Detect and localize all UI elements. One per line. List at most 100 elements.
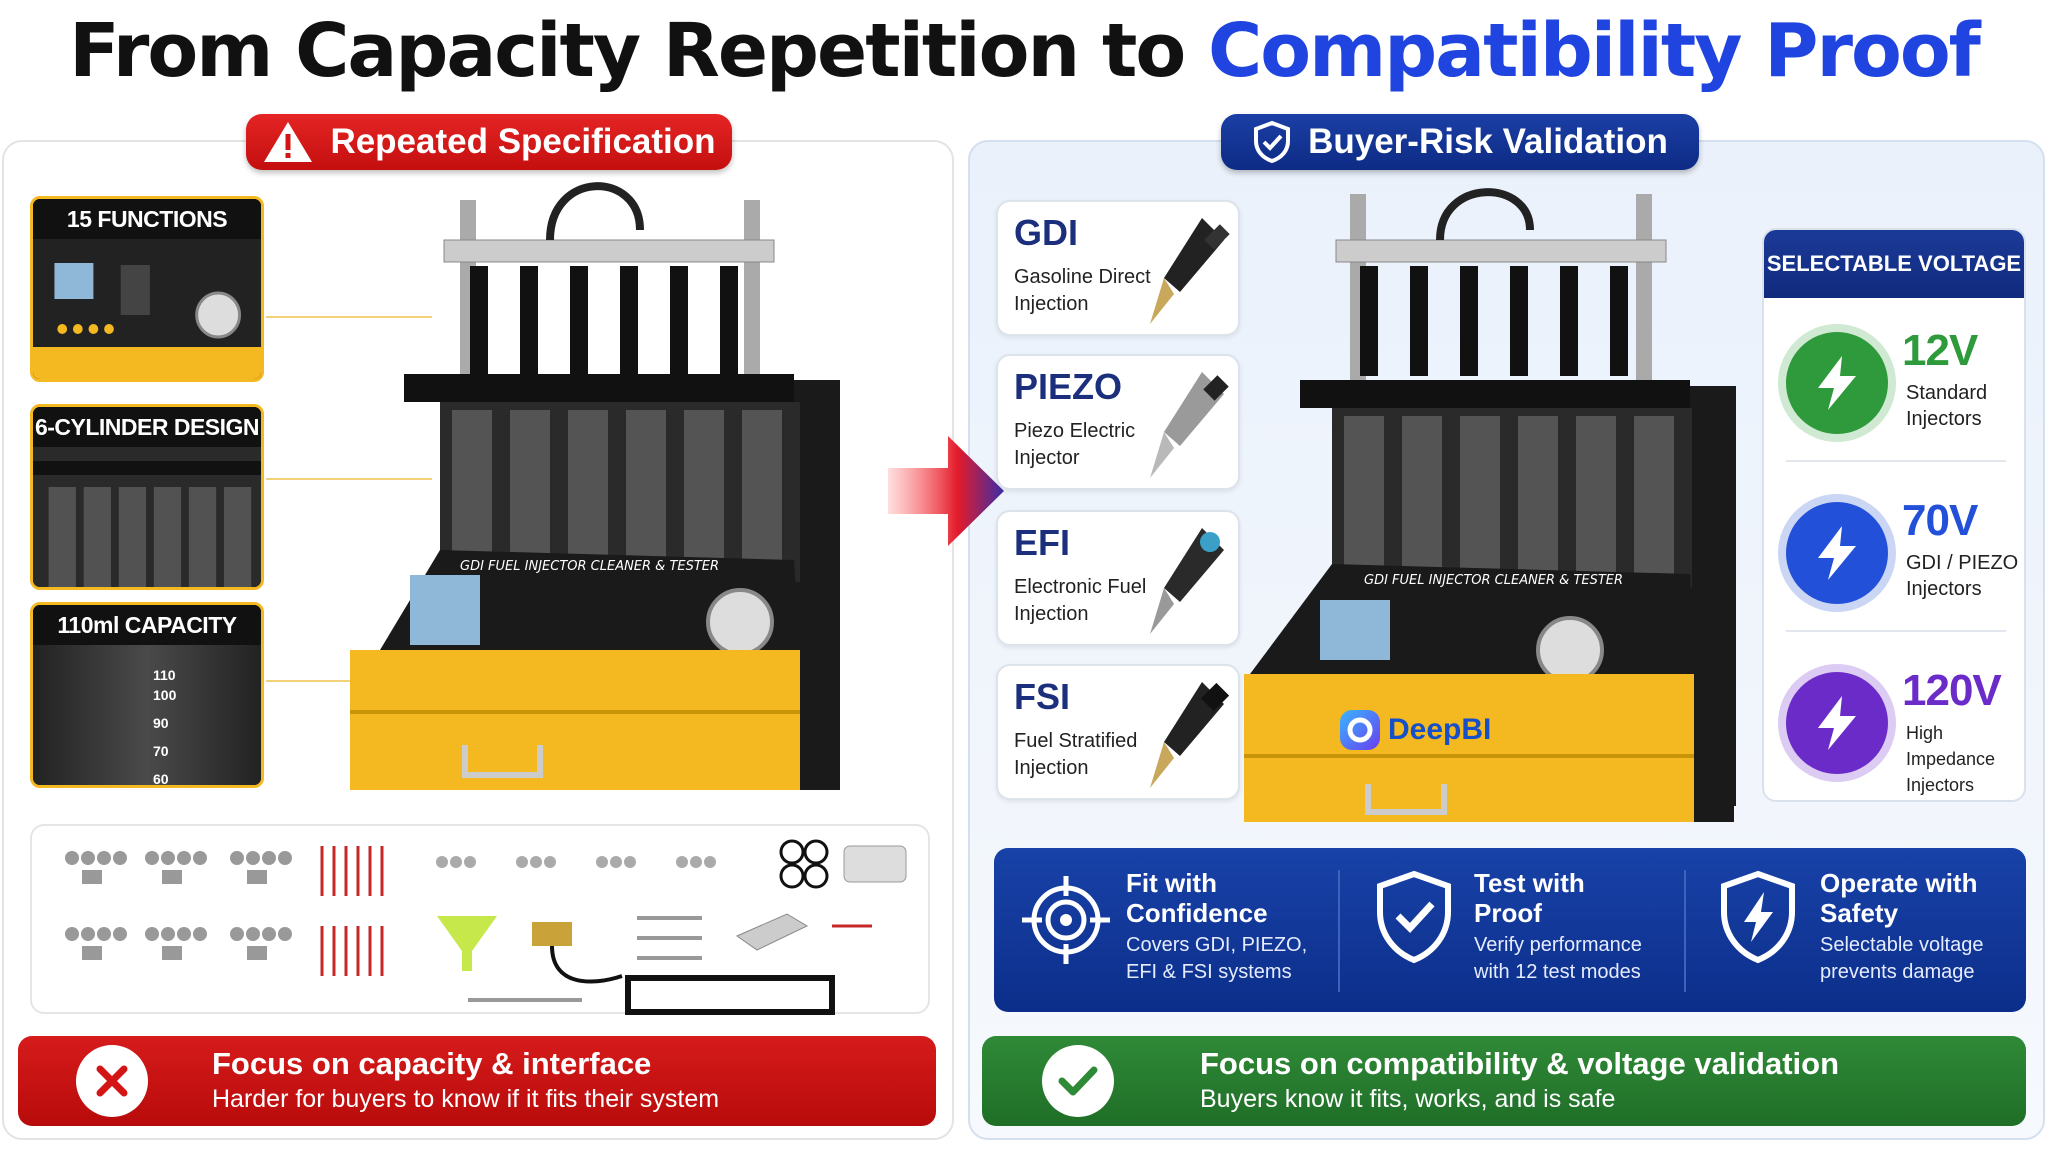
- cylinders-image: [33, 447, 261, 587]
- benefit-heading: Proof: [1474, 898, 1542, 928]
- voltage-header: SELECTABLE VOLTAGE: [1764, 230, 2024, 298]
- divider: [1684, 870, 1686, 992]
- divider: [1338, 870, 1340, 992]
- benefit-text: Verify performance: [1474, 934, 1642, 956]
- injector-desc-line: Fuel Stratified: [1014, 730, 1138, 752]
- injector-code: EFI: [1014, 522, 1071, 563]
- right-conclusion-banner: Focus on compatibility & voltage validat…: [982, 1036, 2026, 1126]
- leader-line: [266, 478, 432, 480]
- banner-subtext: Buyers know it fits, works, and is safe: [1200, 1085, 1616, 1113]
- cylinder-scale-image: 110 100 90 70 60 50: [33, 645, 261, 787]
- accessories-panel: [30, 824, 930, 1015]
- injector-code: GDI: [1014, 212, 1079, 253]
- feature-15-functions: 15 FUNCTIONS: [30, 196, 264, 382]
- lightning-icon: [1786, 502, 1888, 604]
- injector-code: PIEZO: [1014, 366, 1123, 407]
- banner-subtext: Harder for buyers to know if it fits the…: [212, 1085, 720, 1113]
- shield-check-icon: [1377, 870, 1451, 964]
- voltage-value: 12V: [1902, 326, 1978, 375]
- injector-tester-machine-image: GDI FUEL INJECTOR CLEANER & TESTER: [1244, 188, 1736, 822]
- accessories-image: [65, 839, 907, 1015]
- injector-desc-line: Piezo Electric: [1014, 420, 1136, 442]
- injector-tester-machine-image: GDI FUEL INJECTOR CLEANER & TESTER: [350, 182, 840, 790]
- page-title: From Capacity Repetition to Compatibilit…: [0, 8, 2048, 94]
- scale-tick: 90: [153, 715, 169, 731]
- scale-tick: 110: [153, 667, 176, 683]
- injector-desc-line: Injector: [1014, 447, 1080, 469]
- voltage-desc: High Impedance: [1906, 723, 1996, 769]
- injector-icon: [1150, 372, 1229, 478]
- injector-desc-line: Injection: [1014, 293, 1089, 315]
- scale-tick: 70: [153, 743, 169, 759]
- divider: [1786, 460, 2006, 462]
- benefit-text: prevents damage: [1820, 961, 1975, 983]
- machine-label: GDI FUEL INJECTOR CLEANER & TESTER: [1364, 573, 1623, 588]
- check-circle-icon: [1042, 1045, 1114, 1117]
- feature-6-cylinder: 6-CYLINDER DESIGN: [30, 404, 264, 590]
- lightning-icon: [1786, 332, 1888, 434]
- repeated-specification-pill: Repeated Specification: [246, 114, 732, 170]
- benefit-text: with 12 test modes: [1474, 961, 1641, 983]
- voltage-desc: Standard: [1906, 382, 1988, 404]
- left-conclusion-banner: Focus on capacity & interface Harder for…: [18, 1036, 936, 1126]
- injector-desc-line: Gasoline Direct: [1014, 266, 1151, 288]
- deepbi-logo-icon: [1340, 710, 1380, 750]
- banner-heading: Focus on compatibility & voltage validat…: [1200, 1046, 1840, 1081]
- target-icon: [1022, 876, 1110, 964]
- feature-110ml-capacity: 110ml CAPACITY 110 100 90 70 60 50: [30, 602, 264, 788]
- leader-line: [266, 680, 432, 682]
- voltage-desc: GDI / PIEZO: [1906, 552, 2019, 574]
- title-part1: From Capacity Repetition to: [69, 8, 1208, 94]
- pill-label: Buyer-Risk Validation: [1308, 122, 1668, 161]
- pill-label: Repeated Specification: [330, 122, 716, 161]
- scale-tick: 60: [153, 771, 169, 787]
- injector-code: FSI: [1014, 676, 1071, 717]
- arrow-right-icon: [888, 436, 1004, 546]
- lightning-icon: [1786, 672, 1888, 774]
- banner-heading: Focus on capacity & interface: [212, 1046, 652, 1081]
- benefit-heading: Operate with: [1820, 868, 1978, 898]
- feature-label: 6-CYLINDER DESIGN: [33, 407, 261, 447]
- voltage-value: 70V: [1902, 496, 1978, 545]
- scale-tick: 100: [153, 687, 177, 703]
- deepbi-logo: DeepBI: [1338, 708, 1491, 752]
- machine-label: GDI FUEL INJECTOR CLEANER & TESTER: [460, 559, 719, 574]
- logo-text: DeepBI: [1388, 713, 1492, 746]
- x-circle-icon: [76, 1045, 148, 1117]
- voltage-desc: Injectors: [1906, 408, 1982, 430]
- shield-lightning-icon: [1721, 870, 1795, 964]
- benefit-heading: Safety: [1820, 898, 1899, 928]
- leader-line: [266, 316, 432, 318]
- voltage-desc: Injectors: [1906, 775, 1975, 795]
- voltage-value: 120V: [1902, 666, 2002, 715]
- benefit-text: EFI & FSI systems: [1126, 961, 1292, 983]
- injector-desc-line: Injection: [1014, 757, 1089, 779]
- divider: [1786, 630, 2006, 632]
- injector-icon: [1150, 218, 1230, 324]
- injector-icon: [1150, 528, 1224, 634]
- benefit-heading: Fit with: [1126, 868, 1217, 898]
- warning-icon: [264, 122, 313, 162]
- control-panel-image: [33, 239, 261, 379]
- injector-desc-line: Electronic Fuel: [1014, 576, 1147, 598]
- shield-check-icon: [1254, 120, 1291, 164]
- voltage-desc: Injectors: [1906, 578, 1982, 600]
- benefit-heading: Test with: [1474, 868, 1585, 898]
- benefit-text: Selectable voltage: [1820, 934, 1984, 956]
- injector-desc-line: Injection: [1014, 603, 1089, 625]
- feature-label: 15 FUNCTIONS: [33, 199, 261, 239]
- feature-label: 110ml CAPACITY: [33, 605, 261, 645]
- injector-icon: [1150, 682, 1230, 788]
- benefit-heading: Confidence: [1126, 898, 1268, 928]
